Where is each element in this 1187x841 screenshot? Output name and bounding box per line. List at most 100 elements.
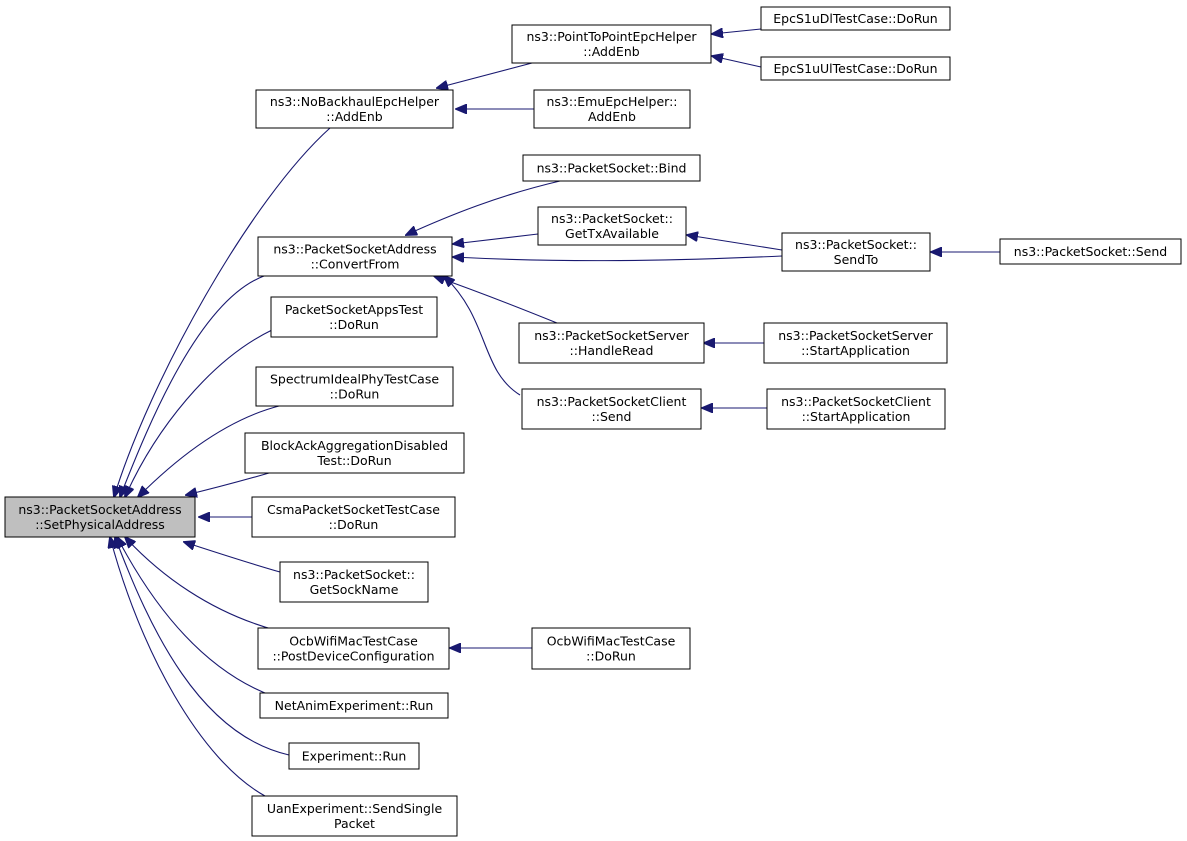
edge-convertfrom-to-root xyxy=(120,275,265,497)
node-ocbpost[interactable]: OcbWifiMacTestCase::PostDeviceConfigurat… xyxy=(257,627,450,670)
node-label: BlockAckAggregationDisabled xyxy=(261,438,448,453)
node-label: ::DoRun xyxy=(329,517,379,532)
node-p2pepc[interactable]: ns3::PointToPointEpcHelper::AddEnb xyxy=(511,24,712,64)
node-emuepc[interactable]: ns3::EmuEpcHelper::AddEnb xyxy=(533,89,691,129)
node-box xyxy=(288,742,420,770)
node-clientsend[interactable]: ns3::PacketSocketClient::Send xyxy=(521,388,702,430)
node-box xyxy=(251,496,456,538)
node-label: SpectrumIdealPhyTestCase xyxy=(270,372,439,387)
edge-uan-to-root xyxy=(110,537,266,797)
node-label: ns3::EmuEpcHelper:: xyxy=(546,94,677,109)
node-label: EpcS1uUlTestCase::DoRun xyxy=(773,61,937,76)
node-label: ::StartApplication xyxy=(801,343,910,358)
node-label: ::DoRun xyxy=(330,387,380,402)
node-label: ns3::PacketSocket::Bind xyxy=(537,161,687,176)
node-label: AddEnb xyxy=(588,109,636,124)
node-serverstart[interactable]: ns3::PacketSocketServer::StartApplicatio… xyxy=(763,322,948,364)
node-clientstart[interactable]: ns3::PacketSocketClient::StartApplicatio… xyxy=(766,388,946,430)
edge-sendto-to-convertfrom xyxy=(453,256,783,261)
node-label: Packet xyxy=(334,816,375,831)
node-label: Experiment::Run xyxy=(302,749,407,764)
node-label: ns3::PointToPointEpcHelper xyxy=(526,29,697,44)
node-label: ::HandleRead xyxy=(570,343,654,358)
node-label: ns3::PacketSocket:: xyxy=(551,211,673,226)
edge-bind-to-convertfrom xyxy=(406,180,561,235)
node-label: CsmaPacketSocketTestCase xyxy=(267,502,440,517)
node-label: ::SetPhysicalAddress xyxy=(35,517,165,532)
node-label: ::Send xyxy=(592,409,632,424)
node-label: SendTo xyxy=(834,252,879,267)
node-csma[interactable]: CsmaPacketSocketTestCase::DoRun xyxy=(251,496,456,538)
node-bind[interactable]: ns3::PacketSocket::Bind xyxy=(522,154,701,182)
edge-gettx-to-convertfrom xyxy=(453,233,539,244)
node-label: ns3::PacketSocketServer xyxy=(534,328,689,343)
edge-clientsend-to-convertfrom xyxy=(444,276,521,396)
node-label: GetTxAvailable xyxy=(565,226,659,241)
node-box xyxy=(4,496,196,538)
node-label: UanExperiment::SendSingle xyxy=(267,801,443,816)
node-send[interactable]: ns3::PacketSocket::Send xyxy=(999,238,1182,265)
node-box xyxy=(511,24,712,64)
node-box xyxy=(279,561,429,603)
node-gettx[interactable]: ns3::PacketSocket::GetTxAvailable xyxy=(537,206,687,246)
node-spectrum[interactable]: SpectrumIdealPhyTestCase::DoRun xyxy=(255,366,454,407)
node-epcdl[interactable]: EpcS1uDlTestCase::DoRun xyxy=(760,6,951,31)
node-label: ::DoRun xyxy=(329,317,379,332)
edge-getsockname-to-root xyxy=(184,542,281,573)
node-label: ::AddEnb xyxy=(326,109,382,124)
node-box xyxy=(533,89,691,129)
node-label: ::AddEnb xyxy=(583,44,639,59)
edge-p2pepc-to-nobackhaul xyxy=(437,62,533,88)
node-label: ::ConvertFrom xyxy=(311,257,400,272)
edge-sendto-to-gettx xyxy=(687,235,783,251)
node-label: OcbWifiMacTestCase xyxy=(547,634,676,649)
node-box xyxy=(521,388,702,430)
edge-experiment-to-root xyxy=(115,537,290,756)
node-label: ::StartApplication xyxy=(802,409,911,424)
node-label: GetSockName xyxy=(310,582,399,597)
node-root[interactable]: ns3::PacketSocketAddress::SetPhysicalAdd… xyxy=(4,496,196,538)
node-label: ::PostDeviceConfiguration xyxy=(272,649,434,664)
node-box xyxy=(766,388,946,430)
node-epcul[interactable]: EpcS1uUlTestCase::DoRun xyxy=(760,56,951,81)
node-box xyxy=(518,322,705,364)
node-label: PacketSocketAppsTest xyxy=(285,302,423,317)
node-box xyxy=(255,366,454,407)
node-label: ns3::PacketSocket:: xyxy=(293,567,415,582)
node-label: ns3::PacketSocketAddress xyxy=(273,242,436,257)
node-experiment[interactable]: Experiment::Run xyxy=(288,742,420,770)
node-box xyxy=(259,692,449,719)
node-convertfrom[interactable]: ns3::PacketSocketAddress::ConvertFrom xyxy=(257,236,453,277)
node-handleread[interactable]: ns3::PacketSocketServer::HandleRead xyxy=(518,322,705,364)
node-box xyxy=(257,627,450,670)
node-sendto[interactable]: ns3::PacketSocket::SendTo xyxy=(781,232,931,272)
node-appstest[interactable]: PacketSocketAppsTest::DoRun xyxy=(270,296,438,338)
edge-netanim-to-root xyxy=(117,537,276,698)
node-box xyxy=(537,206,687,246)
node-box xyxy=(763,322,948,364)
node-ocbrun[interactable]: OcbWifiMacTestCase::DoRun xyxy=(531,627,691,670)
edge-ocbpost-to-root xyxy=(125,537,276,631)
edge-handleread-to-convertfrom xyxy=(434,276,558,324)
node-label: ::DoRun xyxy=(586,649,636,664)
node-label: Test::DoRun xyxy=(316,453,391,468)
edge-nobackhaul-to-root xyxy=(114,127,331,497)
node-box xyxy=(760,56,951,81)
node-box xyxy=(760,6,951,31)
node-label: ns3::PacketSocketAddress xyxy=(18,502,181,517)
node-nobackhaul[interactable]: ns3::NoBackhaulEpcHelper::AddEnb xyxy=(255,89,454,129)
edge-epcul-to-p2pepc xyxy=(712,56,762,68)
edge-epcdl-to-p2pepc xyxy=(712,29,762,34)
edge-spectrum-to-root xyxy=(138,405,280,497)
node-getsockname[interactable]: ns3::PacketSocket::GetSockName xyxy=(279,561,429,603)
edge-blockack-to-root xyxy=(186,470,277,495)
node-box xyxy=(522,154,701,182)
node-netanim[interactable]: NetAnimExperiment::Run xyxy=(259,692,449,719)
node-label: NetAnimExperiment::Run xyxy=(275,698,434,713)
node-label: ns3::PacketSocketClient xyxy=(781,394,931,409)
node-box xyxy=(531,627,691,670)
node-label: ns3::PacketSocketServer xyxy=(778,328,933,343)
